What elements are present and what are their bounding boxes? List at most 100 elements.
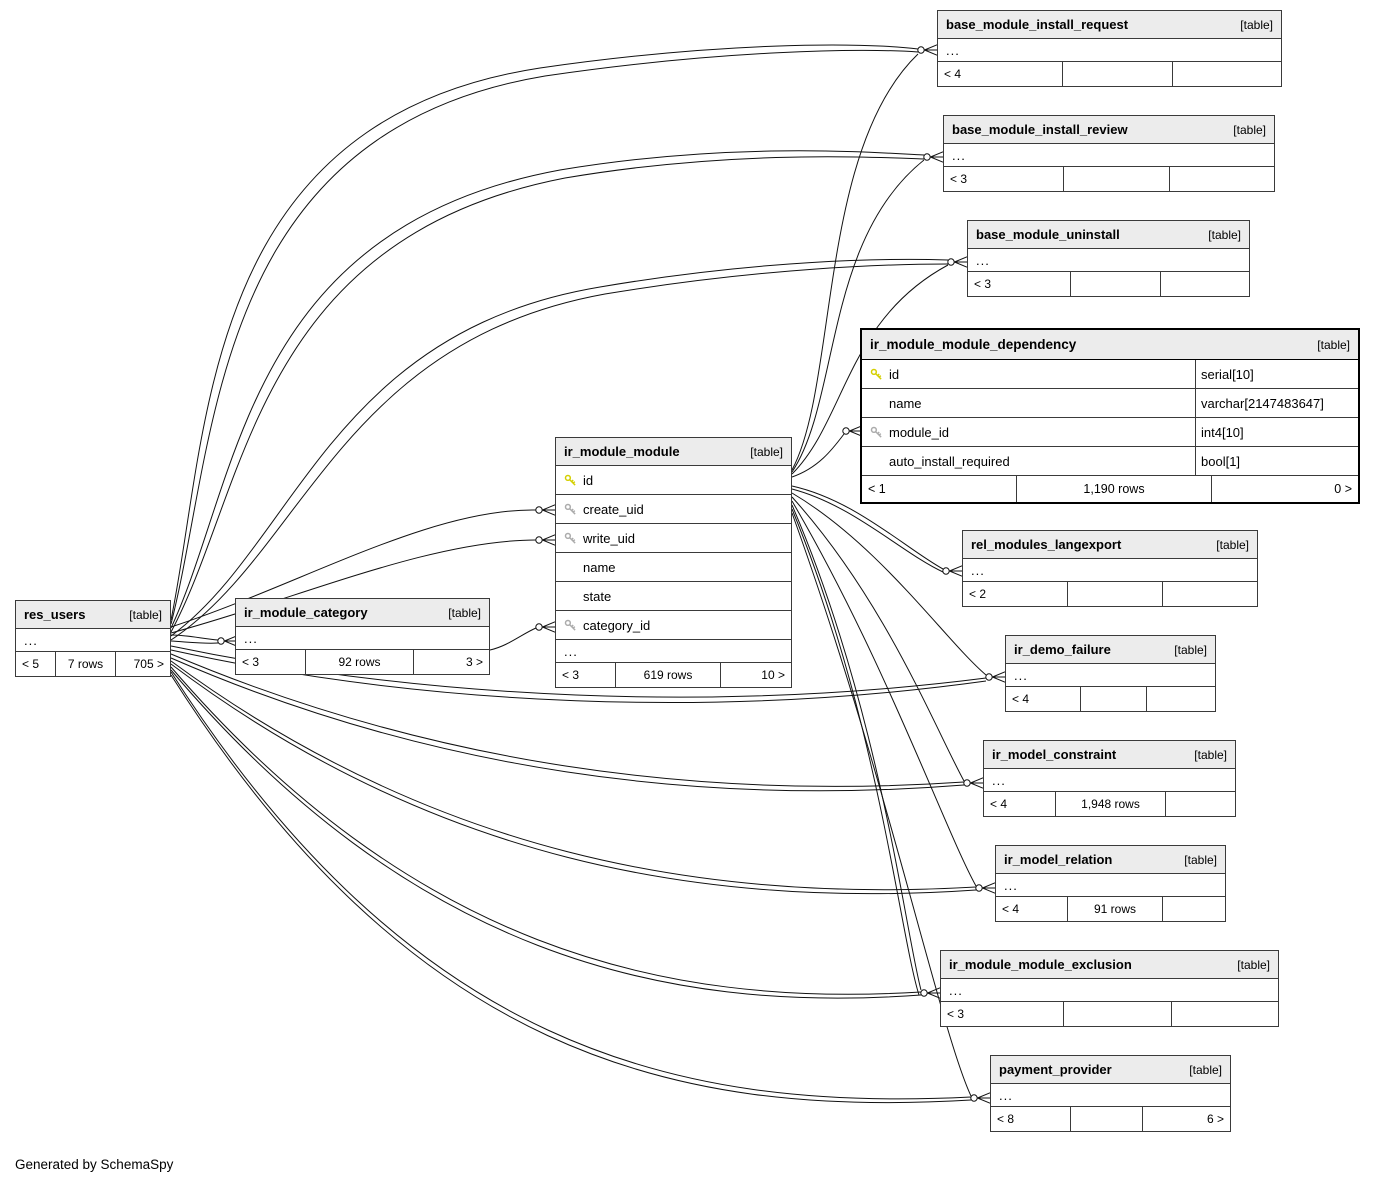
column-row: create_uid (556, 495, 791, 524)
relationship-edge (170, 653, 965, 787)
table-name[interactable]: base_module_install_request (946, 17, 1129, 32)
footer-row-count: 92 rows (306, 650, 414, 674)
column-row: id serial[10] (862, 360, 1358, 389)
footer-parents-count (1161, 272, 1249, 296)
table-ir_module_module_dependency: ir_module_module_dependency [table] id s… (860, 328, 1360, 504)
column-type: int4[10] (1195, 418, 1358, 446)
relationship-edge (170, 674, 972, 1104)
footer-parents-count: 10 > (761, 668, 785, 682)
table-name[interactable]: ir_module_module (564, 444, 680, 459)
table-type-label: [table] (1237, 957, 1270, 972)
column-row: module_id int4[10] (862, 418, 1358, 447)
table-ir_model_constraint: ir_model_constraint [table] ... < 4 1,94… (983, 740, 1236, 817)
crowfoot-marker (942, 565, 963, 577)
foreign-key-icon (561, 617, 579, 633)
table-footer: < 3 619 rows 10 > (556, 663, 791, 687)
relationship-edge (791, 433, 845, 478)
crowfoot-marker (535, 621, 556, 633)
crowfoot-marker (963, 777, 984, 789)
relationship-edge (170, 49, 919, 625)
table-name[interactable]: rel_modules_langexport (971, 537, 1122, 552)
table-name[interactable]: res_users (24, 607, 86, 622)
key-icon (561, 588, 579, 604)
table-rel_modules_langexport: rel_modules_langexport [table] ... < 2 (962, 530, 1258, 607)
footer-row-count (1081, 687, 1147, 711)
table-type-label: [table] (129, 607, 162, 622)
table-footer: < 4 91 rows (996, 897, 1225, 921)
table-footer: < 4 (1006, 687, 1215, 711)
table-name[interactable]: ir_model_relation (1004, 852, 1113, 867)
table-header: ir_module_category [table] (236, 599, 489, 627)
relationship-edge (170, 44, 919, 621)
footer-parents-count (1166, 792, 1235, 816)
relationship-edge (170, 509, 537, 628)
footer-row-count: 619 rows (616, 663, 721, 687)
table-base_module_install_review: base_module_install_review [table] ... <… (943, 115, 1275, 192)
table-header: ir_module_module_dependency [table] (862, 330, 1358, 360)
relationship-edge (170, 258, 949, 637)
column-name: auto_install_required (889, 453, 1010, 469)
column-name: state (583, 588, 612, 604)
column-name: id (583, 472, 594, 488)
table-name[interactable]: ir_model_constraint (992, 747, 1117, 762)
key-icon (561, 559, 579, 575)
table-name[interactable]: ir_demo_failure (1014, 642, 1111, 657)
footer-children-count: < 8 (991, 1107, 1071, 1131)
table-type-label: [table] (1233, 122, 1266, 137)
footer-parents-count: 6 > (1206, 1112, 1224, 1126)
columns-ellipsis: ... (236, 627, 489, 650)
table-footer: < 4 1,948 rows (984, 792, 1235, 816)
table-header: ir_model_constraint [table] (984, 741, 1235, 769)
table-type-label: [table] (1194, 747, 1227, 762)
footer-row-count (1063, 62, 1173, 86)
table-name[interactable]: base_module_uninstall (976, 227, 1120, 242)
table-header: ir_demo_failure [table] (1006, 636, 1215, 664)
relationship-edge (791, 496, 965, 782)
columns-ellipsis: ... (944, 144, 1274, 167)
table-header: base_module_install_review [table] (944, 116, 1274, 144)
footer-children-count: < 4 (1006, 687, 1081, 711)
column-name: name (889, 395, 922, 411)
relationship-edge (170, 539, 537, 634)
column-row: name varchar[2147483647] (862, 389, 1358, 418)
table-name[interactable]: base_module_install_review (952, 122, 1128, 137)
footer-row-count: 1,190 rows (1017, 476, 1212, 502)
table-footer: < 3 (944, 167, 1274, 191)
table-header: ir_module_module_exclusion [table] (941, 951, 1278, 979)
foreign-key-icon (561, 501, 579, 517)
column-row: state (556, 582, 791, 611)
column-name: module_id (889, 424, 949, 440)
foreign-key-icon (867, 424, 885, 440)
crowfoot-marker (920, 987, 941, 999)
crowfoot-marker (970, 1092, 991, 1104)
columns-ellipsis: ... (16, 629, 170, 652)
columns-ellipsis: ... (941, 979, 1278, 1002)
crowfoot-marker (947, 256, 968, 268)
table-type-label: [table] (1189, 1062, 1222, 1077)
table-header: base_module_uninstall [table] (968, 221, 1249, 249)
crowfoot-marker (535, 504, 556, 516)
table-name[interactable]: payment_provider (999, 1062, 1112, 1077)
key-icon (867, 453, 885, 469)
relationship-edge (791, 492, 987, 676)
table-name[interactable]: ir_module_category (244, 605, 368, 620)
relationship-edge (170, 666, 922, 995)
table-header: res_users [table] (16, 601, 170, 629)
footer-children-count: < 4 (984, 792, 1056, 816)
columns-ellipsis: ... (963, 559, 1257, 582)
footer-row-count: 7 rows (56, 652, 116, 676)
columns-ellipsis: ... (968, 249, 1249, 272)
relationship-edge (791, 512, 972, 1097)
footer-parents-count (1170, 167, 1274, 191)
footer-children-count: < 3 (236, 650, 306, 674)
relationship-edge (170, 663, 977, 895)
column-row: auto_install_required bool[1] (862, 447, 1358, 476)
footer-children-count: < 3 (944, 167, 1064, 191)
table-name[interactable]: ir_module_module_exclusion (949, 957, 1132, 972)
footer-row-count (1071, 1107, 1143, 1131)
table-type-label: [table] (1208, 227, 1241, 242)
table-name[interactable]: ir_module_module_dependency (870, 337, 1077, 352)
relationship-edge (170, 634, 219, 641)
crowfoot-marker (535, 534, 556, 546)
column-row: id (556, 466, 791, 495)
